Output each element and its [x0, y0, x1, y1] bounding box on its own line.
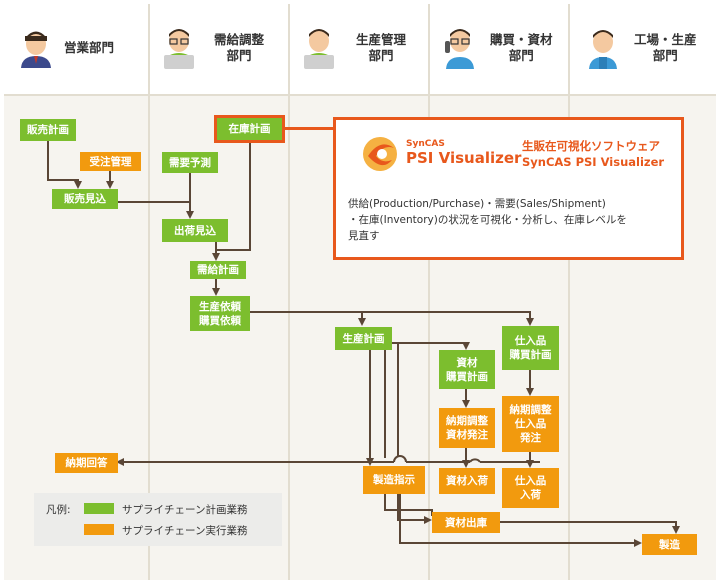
production-plan-box: 生産計画	[335, 327, 392, 350]
material-receipt-box: 資材入荷	[439, 468, 495, 494]
legend-label-planning: サプライチェーン計画業務	[122, 504, 248, 516]
goods-receipt-box: 仕入品 入荷	[502, 468, 559, 508]
demand-forecast-box: 需要予測	[162, 152, 218, 173]
sales-forecast-box: 販売見込	[52, 189, 118, 209]
manufacturing-box: 製造	[642, 534, 697, 555]
production-manager-icon	[304, 29, 334, 69]
column-header-procurement: 購買・資材 部門	[440, 4, 566, 92]
column-label: 生産管理 部門	[356, 32, 407, 63]
column-header-planning: 需給調整 部門	[160, 4, 286, 92]
callout-description: 供給(Production/Purchase)・需要(Sales/Shipmen…	[348, 198, 627, 242]
callout-connector	[282, 127, 334, 130]
legend-swatch-execution	[84, 524, 114, 535]
legend-title: 凡例:	[46, 504, 71, 516]
column-label: 購買・資材 部門	[490, 32, 553, 63]
lane-divider	[148, 4, 150, 580]
sales-person-icon	[21, 31, 51, 68]
supply-planner-icon	[164, 29, 194, 69]
inventory-plan-box: 在庫計画	[214, 115, 285, 143]
psi-visualizer-callout: SynCAS PSI Visualizer 生販在可視化ソフトウェア SynCA…	[333, 117, 684, 260]
column-header-production: 生産管理 部門	[300, 4, 426, 92]
lane-divider	[568, 4, 570, 580]
shipment-forecast-box: 出荷見込	[162, 219, 228, 242]
procurement-person-icon	[445, 29, 474, 69]
factory-worker-icon	[589, 30, 617, 69]
lane-divider	[428, 4, 430, 580]
logo-brand-small: SynCAS	[406, 139, 445, 149]
purchased-goods-plan-box: 仕入品 購買計画	[502, 326, 559, 370]
delivery-answer-box: 納期回答	[55, 453, 118, 473]
column-label: 需給調整 部門	[214, 32, 265, 63]
production-purchase-request-box: 生産依頼 購買依頼	[190, 296, 250, 331]
legend-swatch-planning	[84, 503, 114, 514]
manufacturing-instruction-box: 製造指示	[363, 466, 425, 494]
goods-order-box: 納期調整 仕入品 発注	[502, 396, 559, 452]
material-issue-box: 資材出庫	[432, 512, 500, 533]
syncas-logo-icon	[363, 137, 397, 171]
header-divider	[4, 94, 716, 96]
supply-plan-box: 需給計画	[190, 261, 246, 279]
logo-product-name: PSI Visualizer	[406, 149, 522, 167]
column-header-factory: 工場・生産 部門	[584, 4, 714, 92]
lane-divider	[288, 4, 290, 580]
sales-plan-box: 販売計画	[20, 119, 76, 141]
legend: 凡例: サプライチェーン計画業務 サプライチェーン実行業務	[34, 493, 282, 546]
column-label: 営業部門	[64, 40, 115, 55]
column-header-sales: 営業部門	[18, 4, 143, 92]
order-management-box: 受注管理	[80, 152, 141, 171]
material-order-box: 納期調整 資材発注	[439, 408, 495, 448]
callout-title: 生販在可視化ソフトウェア SynCAS PSI Visualizer	[522, 139, 665, 169]
column-label: 工場・生産 部門	[634, 32, 697, 63]
material-purchase-plan-box: 資材 購買計画	[439, 350, 495, 389]
legend-label-execution: サプライチェーン実行業務	[122, 525, 248, 537]
